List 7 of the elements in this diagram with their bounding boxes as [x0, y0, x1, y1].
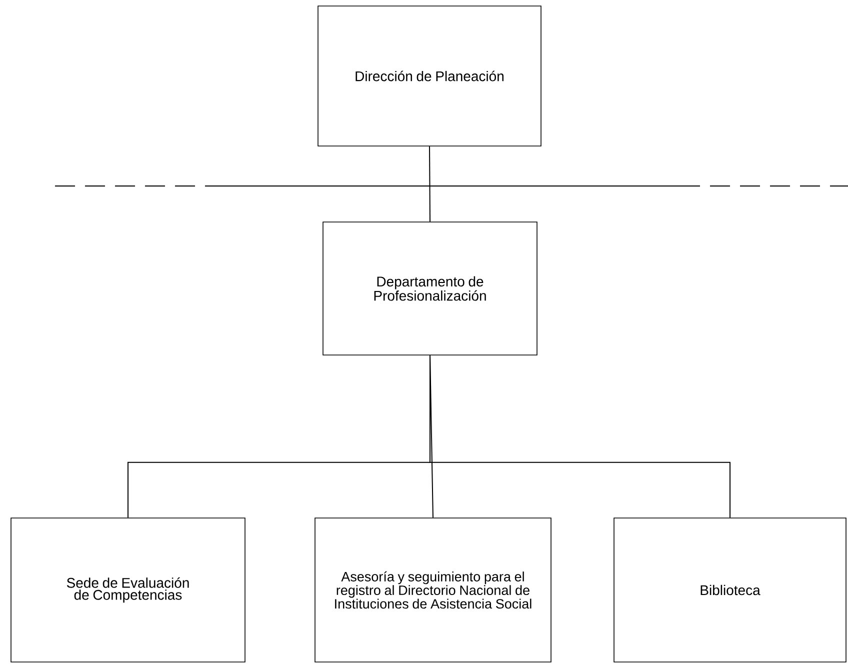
org-box: Biblioteca: [614, 518, 846, 662]
org-box: Departamento de Profesionalización: [322, 222, 538, 356]
org-box: Asesoría y seguimiento para el registro al Directorio Nacional de Instituciones de Asistencia Social: [314, 518, 552, 662]
connector-line: [430, 354, 730, 518]
connector-line: [429, 146, 430, 222]
org-box: Sede de Evaluación de Competencias: [10, 518, 246, 662]
org-box: Dirección de Planeación: [318, 6, 542, 146]
